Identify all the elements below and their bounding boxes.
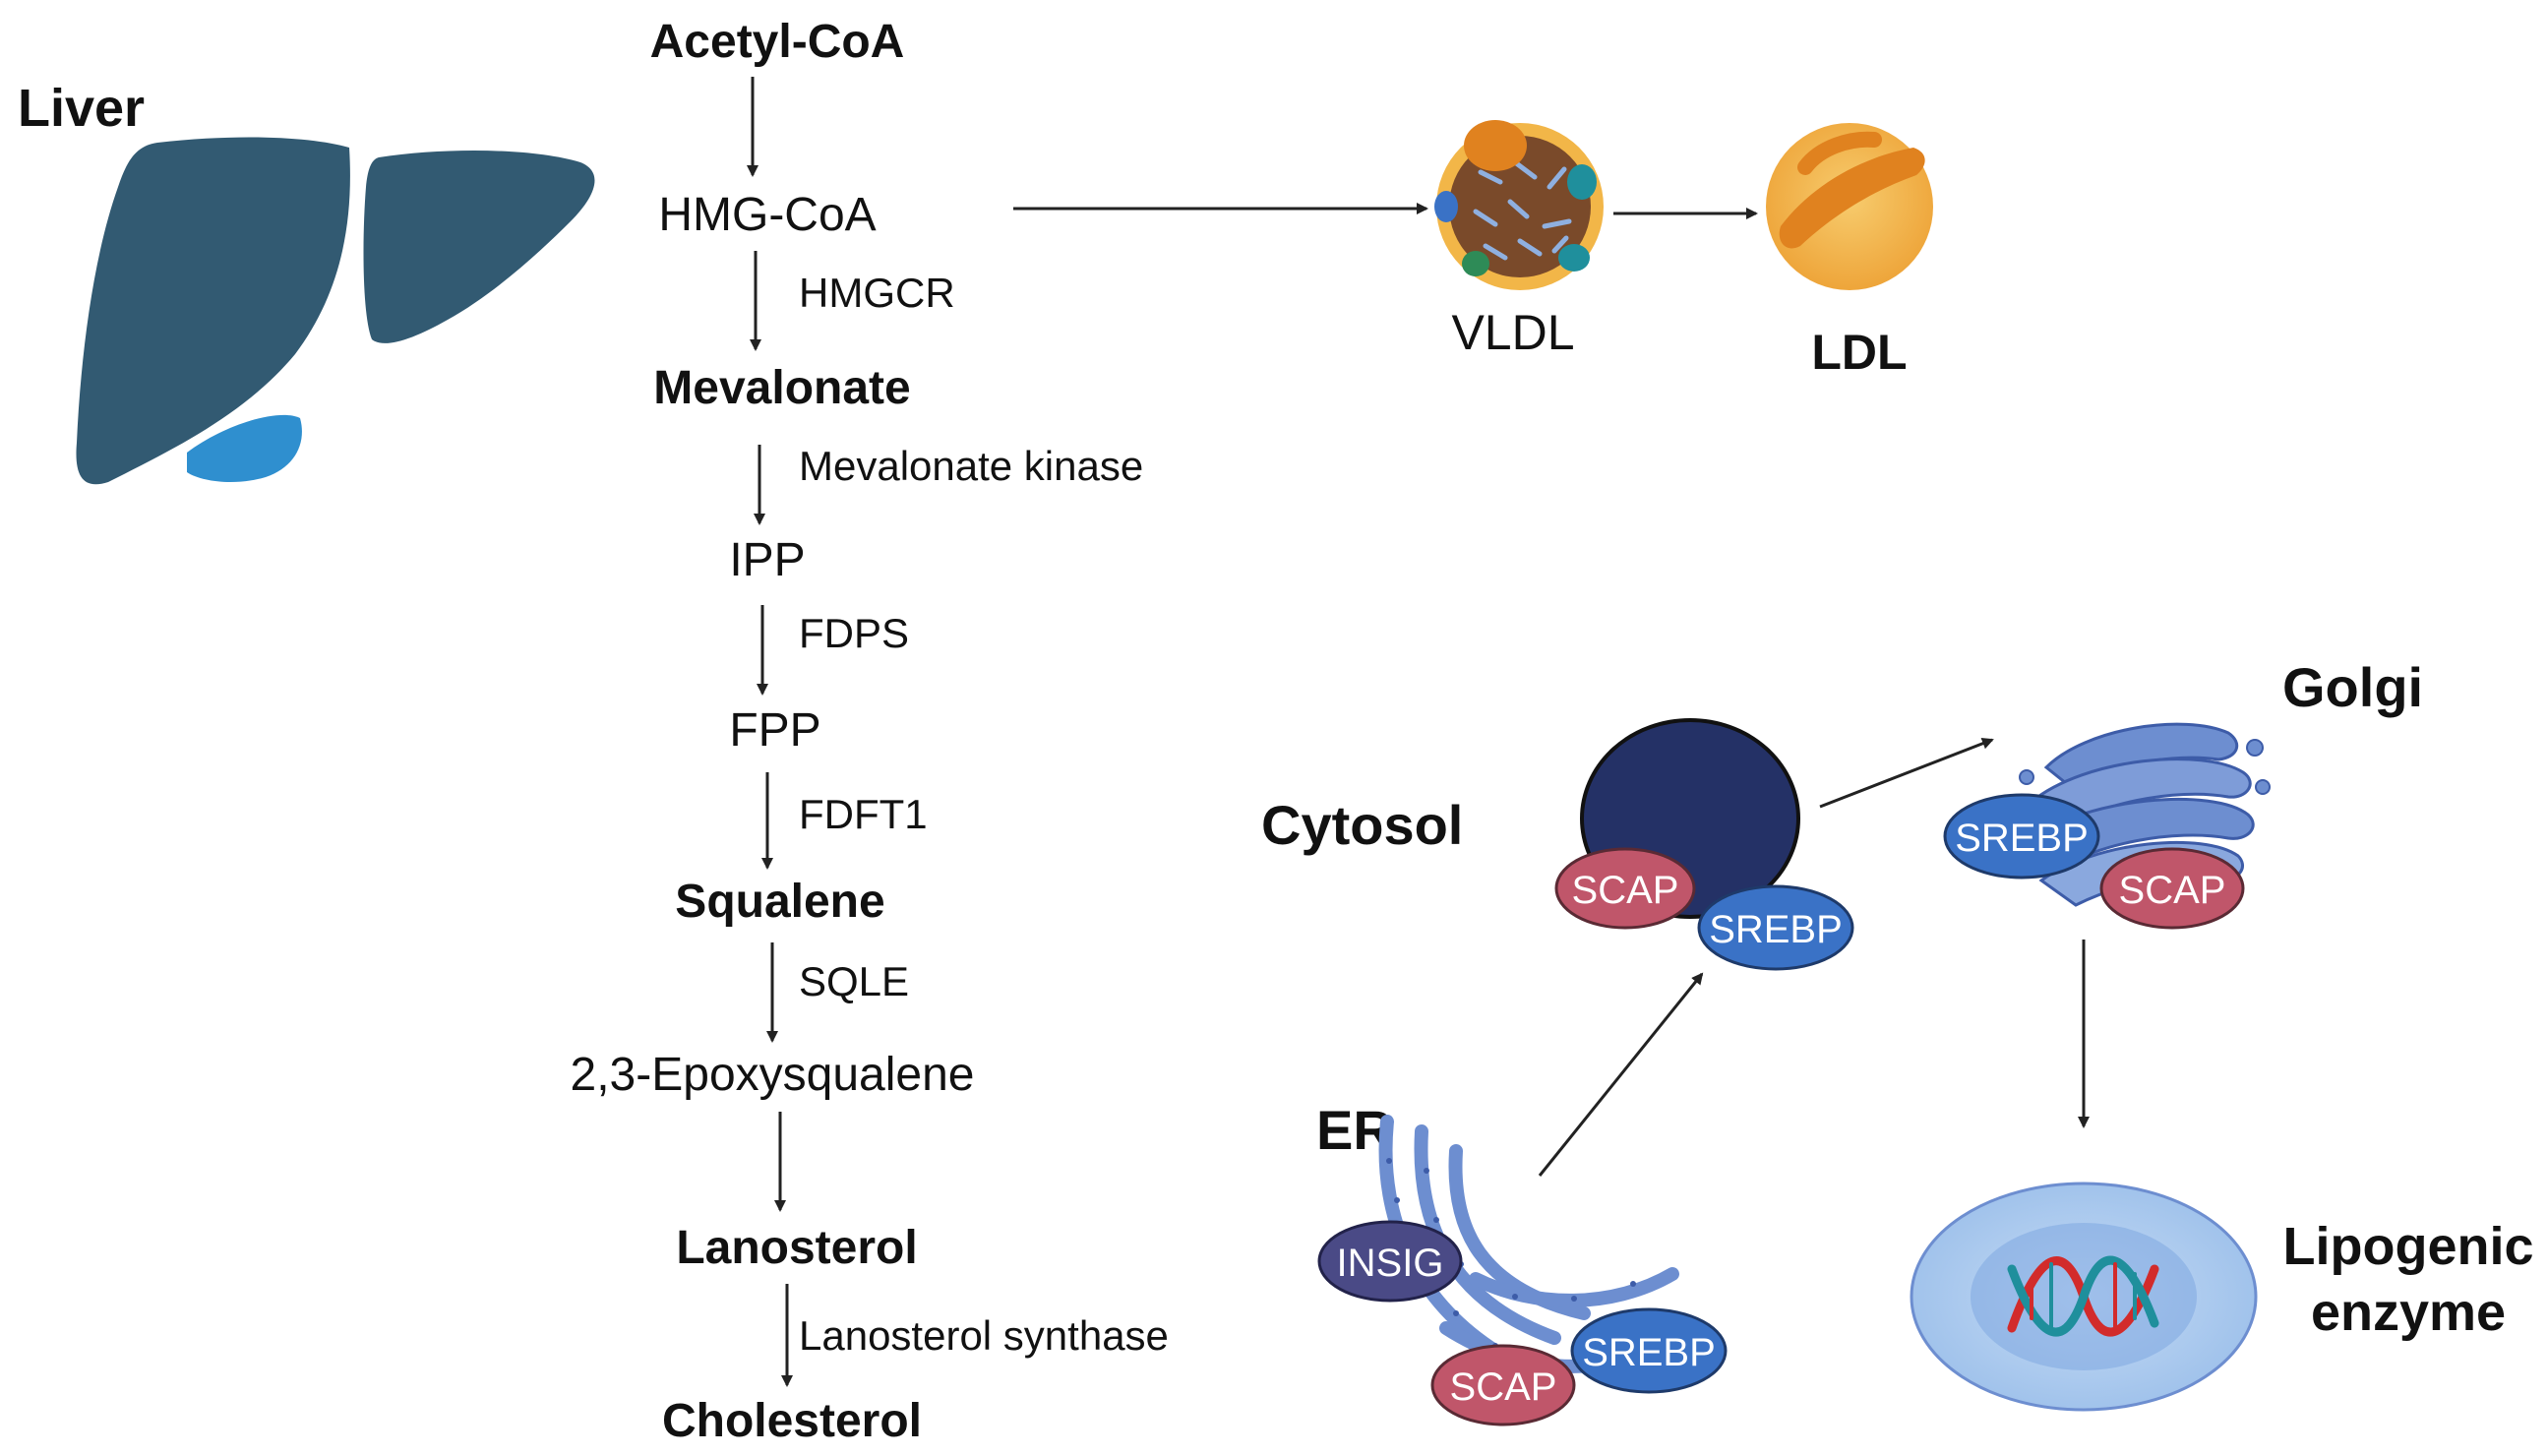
svg-text:SREBP: SREBP <box>1709 908 1843 951</box>
metabolite-fpp: FPP <box>729 704 820 757</box>
arrow-er-to-cytosol <box>1538 972 1704 1177</box>
arrow-cytosol-to-golgi <box>1819 738 1994 809</box>
gallbladder-icon <box>187 414 302 483</box>
enzyme-sqle: SQLE <box>799 958 909 1004</box>
golgi-label: Golgi <box>2282 656 2423 718</box>
vldl-label: VLDL <box>1451 305 1574 360</box>
metabolite-lanosterol: Lanosterol <box>676 1222 917 1274</box>
er-scap-protein: SCAP <box>1430 1344 1576 1426</box>
er-srebp-protein: SREBP <box>1570 1307 1728 1394</box>
enzyme-mevalonate-kinase: Mevalonate kinase <box>799 443 1143 489</box>
golgi-scap-protein: SCAP <box>2099 847 2245 930</box>
cytosol-scap-protein: SCAP <box>1554 847 1696 930</box>
enzyme-fdps: FDPS <box>799 610 909 656</box>
svg-text:SREBP: SREBP <box>1955 817 2089 860</box>
cytosol-label: Cytosol <box>1261 794 1463 856</box>
svg-text:SCAP: SCAP <box>1450 1365 1557 1409</box>
nucleus-label-line2: enzyme <box>2311 1283 2506 1342</box>
golgi-srebp-protein: SREBP <box>1943 793 2100 880</box>
metabolite-mevalonate: Mevalonate <box>653 362 910 414</box>
enzyme-hmgcr: HMGCR <box>799 270 955 316</box>
metabolite-cholesterol: Cholesterol <box>662 1395 922 1447</box>
vldl-particle-icon <box>1434 120 1604 290</box>
er-insig-protein: INSIG <box>1317 1220 1463 1303</box>
svg-text:SCAP: SCAP <box>2119 869 2226 912</box>
metabolite-hmg-coa: HMG-CoA <box>658 189 876 241</box>
metabolite-acetyl-coa: Acetyl-CoA <box>650 16 905 68</box>
ldl-label: LDL <box>1811 325 1907 380</box>
metabolite-squalene: Squalene <box>675 876 884 928</box>
svg-text:INSIG: INSIG <box>1337 1242 1444 1285</box>
dna-helix-icon <box>2007 1255 2159 1337</box>
liver-icon <box>76 137 595 485</box>
enzyme-lanosterol-synthase: Lanosterol synthase <box>799 1312 1169 1359</box>
svg-text:SREBP: SREBP <box>1582 1331 1716 1374</box>
ldl-particle-icon <box>1766 123 1933 290</box>
cytosol-srebp-protein: SREBP <box>1697 884 1854 971</box>
liver-right-lobe <box>363 151 595 343</box>
metabolite-epoxysqualene: 2,3-Epoxysqualene <box>571 1049 975 1101</box>
metabolite-ipp: IPP <box>729 534 805 586</box>
enzyme-fdft1: FDFT1 <box>799 791 928 837</box>
nucleus-label-line1: Lipogenic <box>2283 1217 2534 1276</box>
liver-label: Liver <box>18 79 145 138</box>
svg-text:SCAP: SCAP <box>1572 869 1679 912</box>
liver-left-lobe <box>76 137 350 485</box>
